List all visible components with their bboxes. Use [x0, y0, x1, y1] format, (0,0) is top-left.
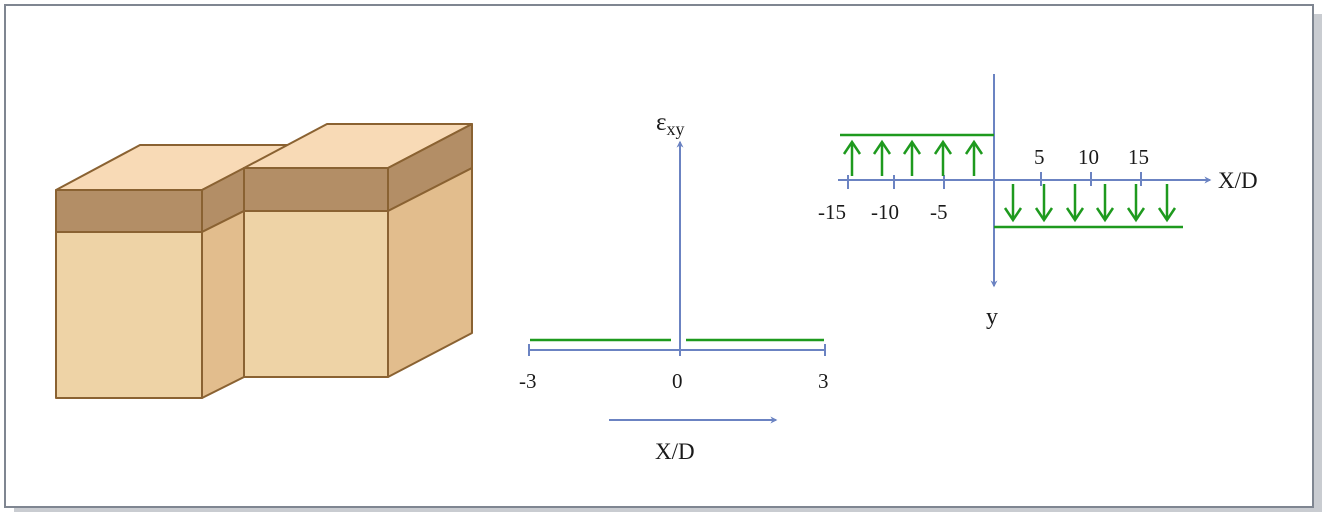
left-block	[55, 144, 291, 399]
up-arrow-head	[902, 139, 922, 155]
left-block-front-layer	[55, 189, 203, 233]
down-arrow-head	[1157, 207, 1177, 223]
disp-tick-label-neg10: -10	[871, 200, 899, 224]
disp-x-axis-label: X/D	[1218, 168, 1258, 193]
displacement-plot: X/D y 5 10 15 -15 -10 -5	[818, 74, 1258, 330]
down-arrow-head	[1065, 207, 1085, 223]
down-arrow-head	[1003, 207, 1023, 223]
frame-shadow-right	[1314, 14, 1322, 511]
disp-tick-label-neg15: -15	[818, 200, 846, 224]
downward-displacement-profile	[994, 184, 1183, 229]
up-arrow-head	[872, 139, 892, 155]
disp-y-axis-label: y	[986, 304, 998, 330]
right-block	[243, 123, 473, 378]
left-block-side-face	[201, 210, 245, 399]
right-block-front-face	[243, 210, 389, 378]
fault-block-diagram	[55, 123, 473, 399]
up-arrow-head	[933, 139, 953, 155]
down-arrow-head	[1034, 207, 1054, 223]
down-arrow-head	[1126, 207, 1146, 223]
strain-plot: εxy -3 0 3 X/D	[519, 109, 829, 464]
disp-tick-label-5: 5	[1034, 145, 1045, 169]
disp-tick-label-10: 10	[1078, 145, 1099, 169]
up-arrow-head	[964, 139, 984, 155]
strain-tick-label-3: 3	[818, 369, 829, 393]
disp-tick-label-neg5: -5	[930, 200, 948, 224]
up-arrow-head	[842, 139, 862, 155]
right-block-front-layer	[243, 167, 389, 212]
upward-displacement-profile	[840, 133, 994, 176]
strain-axis-label: εxy	[656, 109, 685, 139]
strain-direction-label: X/D	[655, 439, 695, 464]
down-arrow-head	[1095, 207, 1115, 223]
strain-tick-label-neg3: -3	[519, 369, 537, 393]
disp-tick-label-15: 15	[1128, 145, 1149, 169]
left-block-front-face	[55, 231, 203, 399]
frame-shadow-bottom	[14, 508, 1322, 512]
strain-tick-label-0: 0	[672, 369, 683, 393]
